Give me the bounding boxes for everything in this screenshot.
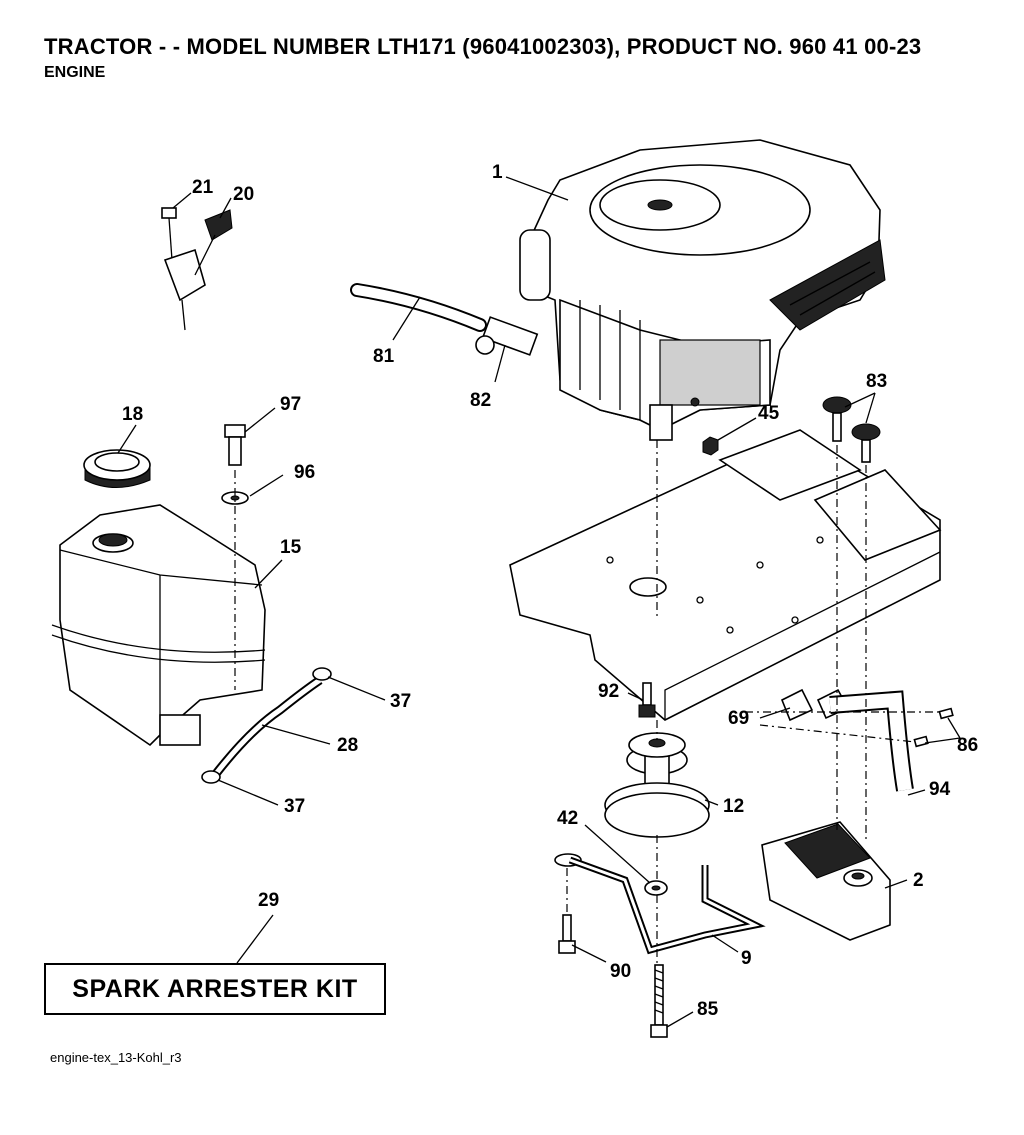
- callout-1: 1: [492, 162, 503, 183]
- callout-97: 97: [280, 394, 301, 415]
- callout-37-upper: 37: [390, 691, 411, 712]
- callout-21: 21: [192, 177, 214, 198]
- callout-85: 85: [697, 999, 719, 1020]
- callout-29: 29: [258, 890, 279, 911]
- spark-arrester-kit-box: SPARK ARRESTER KIT: [44, 963, 386, 1015]
- page-title: TRACTOR - - MODEL NUMBER LTH171 (9604100…: [44, 34, 922, 59]
- callout-83: 83: [866, 371, 887, 392]
- knob-bolts-drawing: [822, 396, 881, 463]
- bracket-9-drawing: [554, 853, 766, 955]
- callout-42: 42: [557, 808, 578, 829]
- control-bracket-drawing: [161, 207, 233, 331]
- bolt-97-drawing: [221, 424, 249, 505]
- callout-15: 15: [280, 537, 302, 558]
- callout-2: 2: [913, 870, 924, 891]
- callout-69: 69: [728, 708, 749, 729]
- pulley-drawing: [604, 732, 710, 838]
- callout-20: 20: [233, 184, 254, 205]
- bolt-90-drawing: [558, 914, 576, 954]
- muffler-drawing: [761, 821, 891, 941]
- leader-lines: [117, 176, 961, 1028]
- callout-45: 45: [758, 403, 780, 424]
- chassis-plate-drawing: [509, 429, 942, 721]
- callout-37-lower: 37: [284, 796, 305, 817]
- bolt-92-drawing: [638, 682, 656, 718]
- header: TRACTOR - - MODEL NUMBER LTH171 (9604100…: [44, 34, 921, 82]
- callout-96: 96: [294, 462, 315, 483]
- callout-86: 86: [957, 735, 978, 756]
- fuel-cap-drawing: [83, 449, 151, 488]
- callout-81: 81: [373, 346, 395, 367]
- fuel-tank-drawing: [51, 504, 266, 747]
- callout-9: 9: [741, 948, 752, 969]
- engine-drawing: [519, 139, 886, 441]
- bolt-85-drawing: [650, 964, 668, 1038]
- callout-82: 82: [470, 390, 491, 411]
- callout-18: 18: [122, 404, 143, 425]
- assembly-centerlines: [234, 440, 940, 965]
- spark-arrester-kit-label: SPARK ARRESTER KIT: [72, 974, 358, 1003]
- nut-45-drawing: [702, 436, 719, 456]
- callout-92: 92: [598, 681, 619, 702]
- exhaust-pipe-drawing: [780, 688, 954, 792]
- fuel-line-drawing: [201, 667, 332, 784]
- drawing-reference: engine-tex_13-Kohl_r3: [50, 1050, 182, 1065]
- callout-12: 12: [723, 796, 744, 817]
- page-subtitle: ENGINE: [44, 64, 106, 81]
- callout-94: 94: [929, 779, 951, 800]
- fuel-hose-drawing: [350, 283, 539, 356]
- callout-90: 90: [610, 961, 631, 982]
- callout-28: 28: [337, 735, 358, 756]
